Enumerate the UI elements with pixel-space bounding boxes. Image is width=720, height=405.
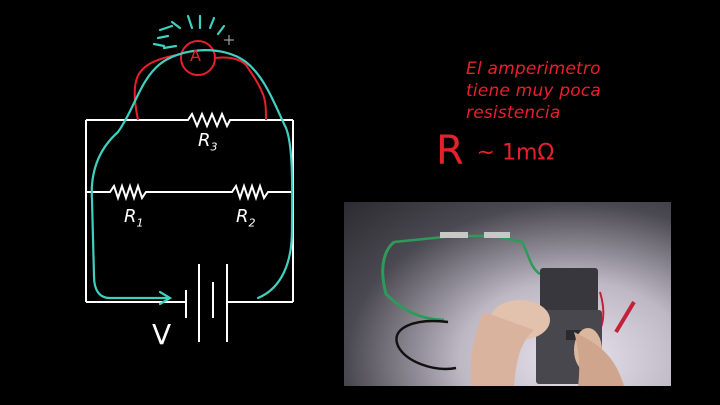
ammeter-label: A (190, 46, 201, 65)
note-line-3: resistencia (466, 103, 561, 123)
resistance-formula: R ~ 1mΩ (436, 128, 554, 174)
resistor-label-r3: R3 (198, 130, 218, 154)
resistor-r2-sub: 2 (248, 216, 256, 230)
resistor-r3-sub: 3 (210, 140, 218, 154)
current-arrow-icon (158, 290, 173, 306)
formula-value: ~ 1mΩ (476, 140, 555, 166)
resistor-r1-main: R (124, 206, 137, 227)
note-line-1: El amperimetro (466, 59, 601, 79)
photo-illustration (381, 232, 636, 386)
circuit-wires (85, 111, 294, 342)
formula-r: R (436, 128, 464, 174)
ammeter-note: El amperimetro tiene muy poca resistenci… (466, 58, 601, 124)
resistor-label-r2: R2 (236, 206, 256, 230)
multimeter-photo (344, 202, 671, 386)
resistor-r2-main: R (236, 206, 249, 227)
resistor-r3-main: R (198, 130, 211, 151)
cursor-crosshair-icon (224, 35, 234, 45)
resistor-r1-sub: 1 (136, 216, 144, 230)
battery-voltage-label: V (152, 318, 172, 351)
current-path (90, 14, 294, 306)
note-line-2: tiene muy poca (466, 81, 602, 101)
resistor-label-r1: R1 (124, 206, 144, 230)
